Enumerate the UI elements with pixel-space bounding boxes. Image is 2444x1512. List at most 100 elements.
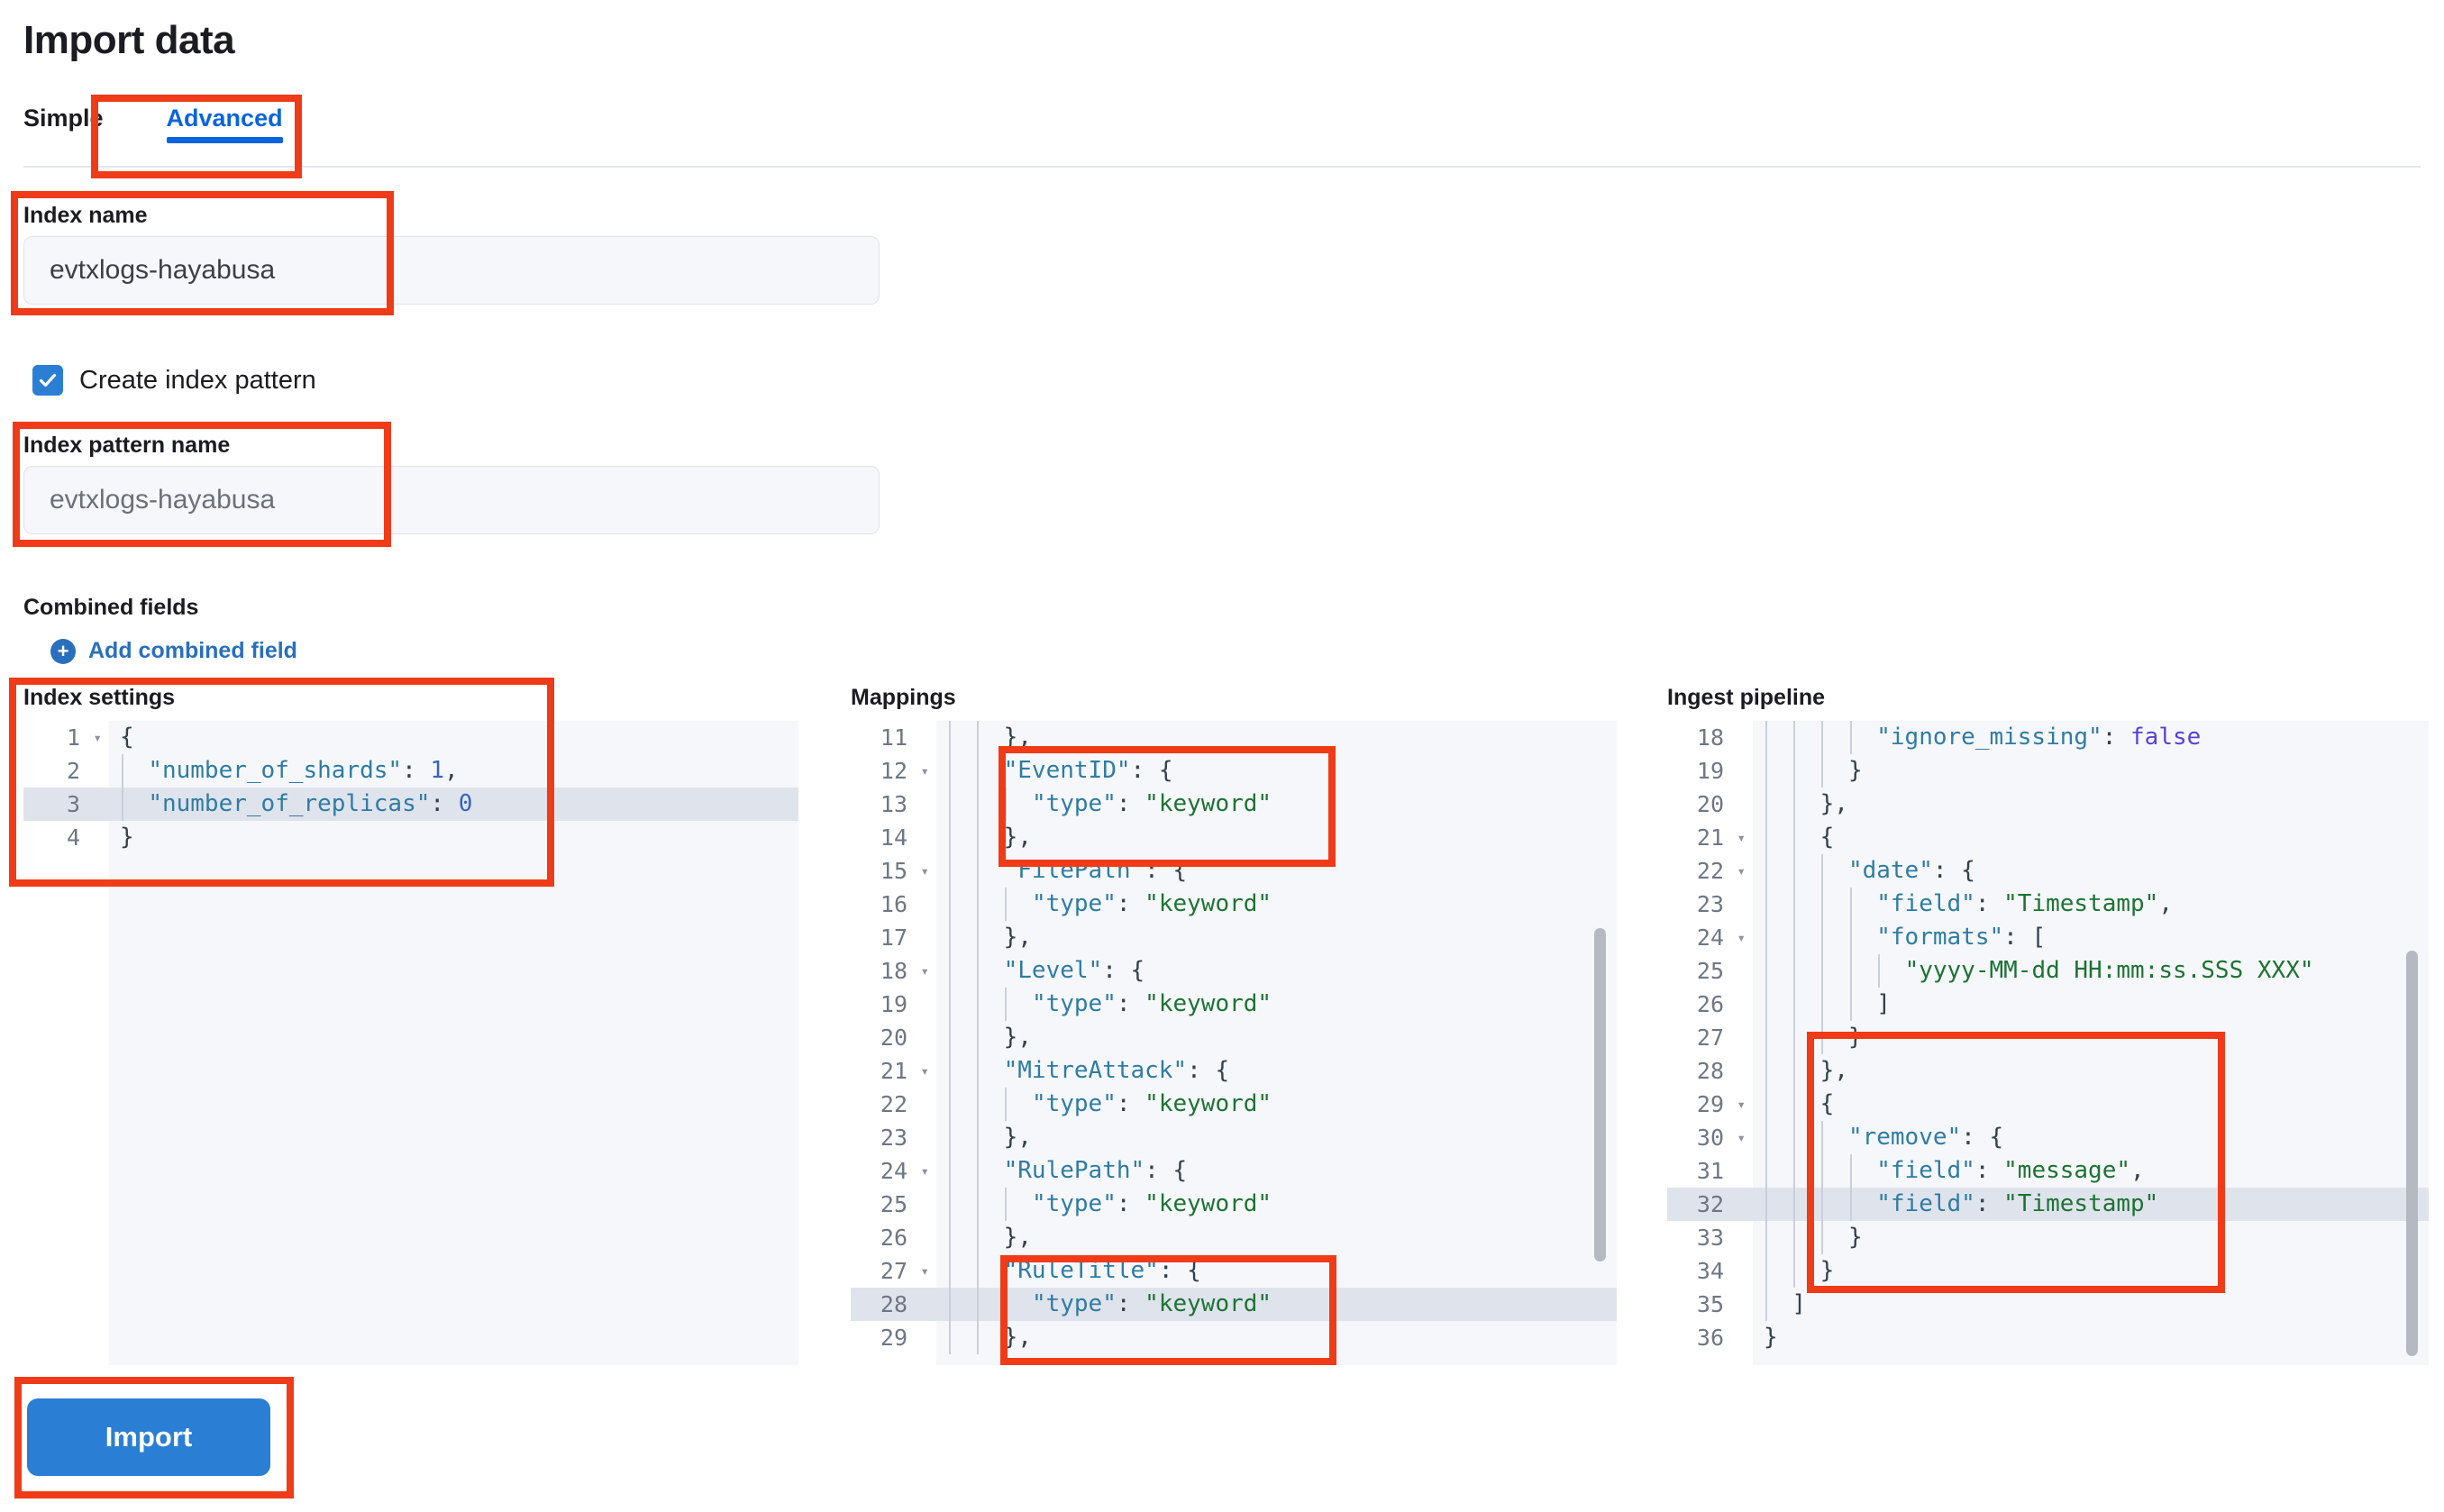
indent-guide xyxy=(1005,1088,1008,1121)
code-line: "type": "keyword" xyxy=(1031,1290,1272,1317)
indent-guide xyxy=(977,1121,980,1154)
indent-guide xyxy=(1765,1054,1767,1088)
code-line: } xyxy=(1847,1224,1863,1251)
line-number: 21 xyxy=(880,1058,907,1084)
indent-guide xyxy=(1877,954,1880,988)
indent-guide xyxy=(1849,1188,1852,1221)
indent-guide xyxy=(977,1288,980,1321)
indent-guide xyxy=(977,1021,980,1054)
create-index-pattern-checkbox[interactable] xyxy=(32,365,63,396)
indent-guide xyxy=(977,754,980,788)
ingest-pipeline-scrollbar[interactable] xyxy=(2406,951,2418,1356)
indent-guide xyxy=(949,1021,951,1054)
line-number: 23 xyxy=(880,1125,907,1151)
add-combined-field-label: Add combined field xyxy=(88,638,297,663)
indent-guide xyxy=(1821,921,1824,954)
fold-toggle-icon[interactable]: ▾ xyxy=(920,762,929,779)
indent-guide xyxy=(1793,1021,1796,1054)
line-number: 32 xyxy=(1696,1191,1724,1217)
code-line: "number_of_shards": 1, xyxy=(148,757,459,784)
indent-guide xyxy=(1793,1221,1796,1254)
indent-guide xyxy=(1849,988,1852,1021)
fold-toggle-icon[interactable]: ▾ xyxy=(920,962,929,979)
code-line: "EventID": { xyxy=(1003,757,1173,784)
indent-guide xyxy=(1793,954,1796,988)
indent-guide xyxy=(949,788,951,821)
mappings-code-area[interactable]: }, "EventID": { "type": "keyword" }, "Fi… xyxy=(936,721,1617,1365)
fold-toggle-icon[interactable]: ▾ xyxy=(920,1162,929,1180)
line-number: 36 xyxy=(1696,1325,1724,1351)
fold-toggle-icon[interactable]: ▾ xyxy=(1737,862,1746,879)
code-line: "FilePath": { xyxy=(1003,857,1188,884)
line-number: 25 xyxy=(1696,958,1724,984)
create-index-pattern-label: Create index pattern xyxy=(79,365,316,395)
combined-fields-heading: Combined fields xyxy=(23,595,199,620)
indent-guide xyxy=(1765,921,1767,954)
code-line: }, xyxy=(1003,1224,1032,1251)
line-number: 27 xyxy=(880,1258,907,1284)
line-number: 19 xyxy=(1696,758,1724,784)
indent-guide xyxy=(1793,854,1796,888)
import-button[interactable]: Import xyxy=(27,1398,270,1476)
indent-guide xyxy=(1821,854,1824,888)
code-line: "type": "keyword" xyxy=(1031,890,1272,917)
indent-guide xyxy=(977,821,980,854)
indent-guide xyxy=(1765,988,1767,1021)
fold-toggle-icon[interactable]: ▾ xyxy=(1737,929,1746,946)
indent-guide xyxy=(977,854,980,888)
line-number: 27 xyxy=(1696,1025,1724,1051)
add-combined-field-button[interactable]: + Add combined field xyxy=(50,638,297,664)
ingest_pipeline-code-area[interactable]: "ignore_missing": false } }, { "date": {… xyxy=(1753,721,2429,1365)
fold-toggle-icon[interactable]: ▾ xyxy=(1737,1129,1746,1146)
indent-guide xyxy=(977,721,980,754)
code-line: "type": "keyword" xyxy=(1031,1190,1272,1217)
line-number: 28 xyxy=(880,1291,907,1317)
line-number: 2 xyxy=(66,758,80,784)
code-line: }, xyxy=(1003,1024,1032,1051)
index-pattern-name-input[interactable]: evtxlogs-hayabusa xyxy=(23,466,880,534)
fold-toggle-icon[interactable]: ▾ xyxy=(920,1062,929,1079)
indent-guide xyxy=(949,1188,951,1221)
code-line: "type": "keyword" xyxy=(1031,790,1272,817)
mappings-title: Mappings xyxy=(851,685,956,710)
tab-simple[interactable]: Simple xyxy=(23,105,104,132)
code-line: "RuleTitle": { xyxy=(1003,1257,1201,1284)
ingest-pipeline-title: Ingest pipeline xyxy=(1667,685,1826,710)
indent-guide xyxy=(1005,888,1008,921)
fold-toggle-icon[interactable]: ▾ xyxy=(1737,829,1746,846)
indent-guide xyxy=(122,754,123,788)
indent-guide xyxy=(977,1254,980,1288)
indent-guide xyxy=(949,1154,951,1188)
index-name-input[interactable]: evtxlogs-hayabusa xyxy=(23,236,880,305)
indent-guide xyxy=(1793,988,1796,1021)
code-line: "type": "keyword" xyxy=(1031,1090,1272,1117)
indent-guide xyxy=(1821,754,1824,788)
index-name-label: Index name xyxy=(23,203,148,228)
tab-advanced[interactable]: Advanced xyxy=(143,99,306,150)
indent-guide xyxy=(1821,1188,1824,1221)
index_settings-code-area[interactable]: { "number_of_shards": 1, "number_of_repl… xyxy=(109,721,798,1365)
code-line: } xyxy=(1819,1257,1835,1284)
fold-toggle-icon[interactable]: ▾ xyxy=(920,1262,929,1280)
create-index-pattern-row[interactable]: Create index pattern xyxy=(32,365,316,396)
index-settings-title: Index settings xyxy=(23,685,176,710)
page-title: Import data xyxy=(23,18,235,62)
highlighted-line-gutter xyxy=(851,1288,936,1321)
indent-guide xyxy=(1793,1054,1796,1088)
indent-guide xyxy=(1793,754,1796,788)
indent-guide xyxy=(949,1121,951,1154)
fold-toggle-icon[interactable]: ▾ xyxy=(1737,1096,1746,1113)
line-number: 21 xyxy=(1696,824,1724,851)
indent-guide xyxy=(1821,954,1824,988)
code-line: }, xyxy=(1819,1057,1848,1084)
fold-toggle-icon[interactable]: ▾ xyxy=(920,862,929,879)
fold-toggle-icon[interactable]: ▾ xyxy=(93,729,102,746)
line-number: 18 xyxy=(880,958,907,984)
indent-guide xyxy=(977,1088,980,1121)
indent-guide xyxy=(1793,1188,1796,1221)
mappings-scrollbar[interactable] xyxy=(1594,928,1606,1262)
